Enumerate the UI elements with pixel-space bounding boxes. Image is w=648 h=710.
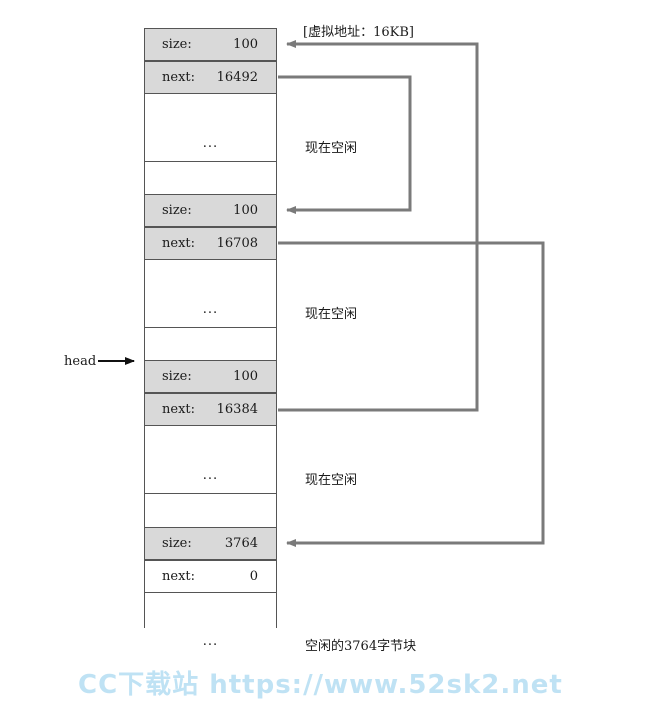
chunk-3-note: 现在空闲 — [305, 473, 358, 488]
address-label: [虚拟地址：16KB] — [303, 25, 414, 40]
next-key: next: — [162, 236, 196, 251]
chunk-2-ellipsis: ... — [202, 302, 219, 317]
chunk-1-size-cell: size: 100 — [144, 28, 277, 61]
arrow-next-16492 — [278, 75, 412, 214]
next-key: next: — [162, 70, 196, 85]
head-label: head — [64, 354, 97, 369]
chunk-1-ellipsis: ... — [202, 136, 219, 151]
chunk-3-next-cell: next: 16384 — [144, 393, 277, 426]
next-value: 16708 — [216, 236, 258, 251]
chunk-4-top-border — [144, 493, 277, 494]
column-left-border — [144, 28, 145, 628]
chunk-2-top-border — [144, 161, 277, 162]
next-value: 0 — [249, 569, 258, 584]
next-value: 16492 — [216, 70, 258, 85]
size-key: size: — [162, 536, 192, 551]
arrow-next-16708 — [278, 241, 545, 547]
size-value: 100 — [233, 369, 258, 384]
size-value: 100 — [233, 203, 258, 218]
column-right-border — [276, 28, 277, 628]
size-value: 3764 — [224, 536, 258, 551]
next-value: 16384 — [216, 402, 258, 417]
watermark-text: CC下载站 https://www.52sk2.net — [78, 670, 563, 700]
next-key: next: — [162, 569, 196, 584]
next-key: next: — [162, 402, 196, 417]
chunk-4-ellipsis: ... — [202, 634, 219, 649]
chunk-2-next-cell: next: 16708 — [144, 227, 277, 260]
chunk-2-note: 现在空闲 — [305, 307, 358, 322]
chunk-4-note: 空闲的3764字节块 — [305, 639, 417, 654]
chunk-4-next-cell: next: 0 — [144, 560, 277, 593]
chunk-3-ellipsis: ... — [202, 468, 219, 483]
chunk-2-size-cell: size: 100 — [144, 194, 277, 227]
chunk-1-next-cell: next: 16492 — [144, 61, 277, 94]
size-value: 100 — [233, 37, 258, 52]
chunk-4-size-cell: size: 3764 — [144, 527, 277, 560]
chunk-3-size-cell: size: 100 — [144, 360, 277, 393]
size-key: size: — [162, 203, 192, 218]
chunk-3-top-border — [144, 327, 277, 328]
arrow-next-16384 — [278, 40, 479, 412]
chunk-1-note: 现在空闲 — [305, 141, 358, 156]
size-key: size: — [162, 37, 192, 52]
size-key: size: — [162, 369, 192, 384]
